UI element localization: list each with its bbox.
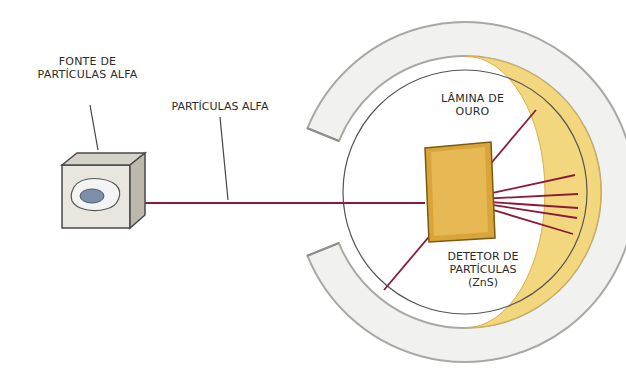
ring-end xyxy=(307,128,339,141)
detector-ring xyxy=(307,22,626,362)
alpha-source: FONTE DE PARTÍCULAS ALFA xyxy=(30,55,145,230)
leader-line xyxy=(220,117,228,200)
node-label: LÂMINA DE OURO xyxy=(425,92,520,118)
part-label: DETETOR DE PARTÍCULAS (ZnS) xyxy=(440,250,526,289)
beam-label: PARTÍCULAS ALFA xyxy=(168,100,272,113)
alpha-beam xyxy=(145,202,425,204)
ring-end xyxy=(307,243,339,256)
gold-foil: LÂMINA DE OURO xyxy=(425,92,520,242)
detector-screen xyxy=(343,70,587,314)
alpha-source-shape xyxy=(30,55,145,230)
scattered-rays xyxy=(384,110,578,290)
node-label: FONTE DE PARTÍCULAS ALFA xyxy=(30,55,145,81)
